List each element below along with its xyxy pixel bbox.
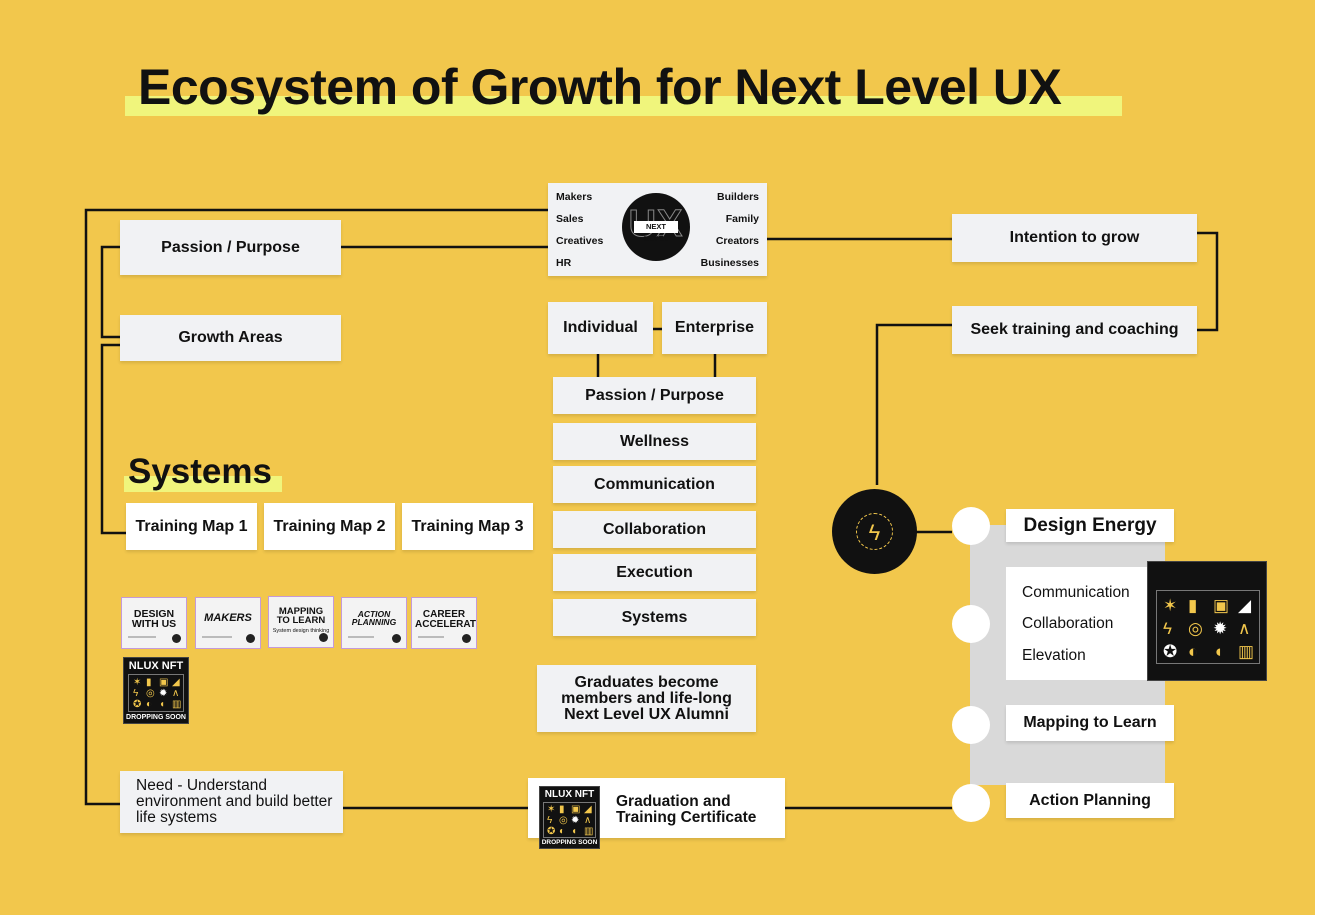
thumbnail-title: CAREER ACCELERATOR [415, 609, 476, 630]
training-map-1: Training Map 1 [126, 503, 257, 550]
node-energy-items [952, 605, 990, 643]
nlux-nft-card-center: NLUX NFT ✶▮▣◢ ϟ◎✹∧ ✪◐◖▥ DROPPING SOON [539, 786, 600, 849]
enterprise-box: Enterprise [662, 302, 767, 354]
thumbnail-subtitle: System design thinking [272, 628, 330, 634]
thumbnail-dot [246, 634, 255, 643]
audience-hub-card: Makers Sales Creatives HR Builders Famil… [548, 183, 767, 276]
training-map-2: Training Map 2 [264, 503, 395, 550]
thumbnail-line [128, 636, 156, 638]
stack-execution: Execution [553, 554, 756, 591]
thumbnail-dot [462, 634, 471, 643]
systems-highlight [124, 476, 282, 492]
thumbnail-mapping-to-learn: MAPPING TO LEARN System design thinking [268, 596, 334, 648]
thumbnail-action-planning: ACTION PLANNING [341, 597, 407, 649]
thumbnail-dot [319, 633, 328, 642]
nft-title: NLUX NFT [544, 789, 595, 800]
nlux-nft-card-left: NLUX NFT ✶▮▣◢ ϟ◎✹∧ ✪◐◖▥ DROPPING SOON [123, 657, 189, 724]
thumbnail-title: DESIGN WITH US [131, 608, 177, 630]
design-energy-circle: ϟ [832, 489, 917, 574]
hub-label-creatives: Creatives [556, 235, 604, 247]
action-planning-box: Action Planning [1006, 783, 1174, 818]
logo-next-level-label: NEXT LEVEL [634, 221, 678, 243]
stack-passion-purpose: Passion / Purpose [553, 377, 756, 414]
next-level-ux-logo: UX NEXT LEVEL [622, 193, 690, 261]
hub-label-sales: Sales [556, 213, 584, 225]
training-map-3: Training Map 3 [402, 503, 533, 550]
thumbnail-title: MAPPING TO LEARN [276, 606, 326, 627]
lightning-icon: ϟ [856, 513, 893, 550]
hub-label-businesses: Businesses [700, 257, 759, 269]
hub-label-builders: Builders [716, 191, 759, 203]
stack-wellness: Wellness [553, 423, 756, 460]
thumbnail-line [418, 636, 444, 638]
nft-footer: DROPPING SOON [126, 714, 186, 721]
need-box: Need - Understand environment and build … [120, 771, 343, 833]
page-title: Ecosystem of Growth for Next Level UX [138, 59, 1062, 115]
node-design-energy [952, 507, 990, 545]
intention-to-grow-box: Intention to grow [952, 214, 1197, 262]
thumbnail-design-with-us: DESIGN WITH US [121, 597, 187, 649]
seek-training-box: Seek training and coaching [952, 306, 1197, 354]
thumbnail-makers: MAKERS [195, 597, 261, 649]
nft-footer: DROPPING SOON [541, 839, 598, 846]
energy-item-collaboration: Collaboration [1022, 615, 1114, 632]
thumbnail-dot [172, 634, 181, 643]
individual-box: Individual [548, 302, 653, 354]
stack-communication: Communication [553, 466, 756, 503]
hub-label-makers: Makers [556, 191, 593, 203]
title-highlight [125, 96, 1122, 116]
energy-items-box: Communication Collaboration Elevation [1006, 567, 1156, 680]
systems-title: Systems [128, 452, 272, 491]
hub-label-family: Family [725, 213, 759, 225]
node-mapping [952, 706, 990, 744]
thumbnail-title: ACTION PLANNING [351, 609, 397, 628]
energy-item-elevation: Elevation [1022, 647, 1086, 664]
mapping-to-learn-box: Mapping to Learn [1006, 705, 1174, 741]
hub-label-hr: HR [556, 257, 572, 269]
stack-systems: Systems [553, 599, 756, 636]
graduation-label: Graduation and Training Certificate [616, 793, 757, 826]
nft-grid-card-right: ✶▮▣◢ ϟ◎✹∧ ✪◐◖▥ [1147, 561, 1267, 681]
stack-collaboration: Collaboration [553, 511, 756, 548]
thumbnail-line [348, 636, 374, 638]
node-action [952, 784, 990, 822]
growth-areas-box: Growth Areas [120, 315, 341, 361]
energy-item-communication: Communication [1022, 584, 1130, 601]
thumbnail-line [202, 636, 232, 638]
thumbnail-dot [392, 634, 401, 643]
nft-title: NLUX NFT [128, 660, 184, 672]
thumbnail-title: MAKERS [204, 612, 252, 624]
passion-purpose-box: Passion / Purpose [120, 220, 341, 275]
graduates-box: Graduates become members and life-long N… [537, 665, 756, 732]
design-energy-box: Design Energy [1006, 509, 1174, 542]
nft-grid-icon: ✶▮▣◢ ϟ◎✹∧ ✪◐◖▥ [1156, 590, 1260, 664]
nft-grid-icon: ✶▮▣◢ ϟ◎✹∧ ✪◐◖▥ [543, 802, 596, 838]
nft-grid-icon: ✶▮▣◢ ϟ◎✹∧ ✪◐◖▥ [128, 674, 184, 712]
hub-label-creators: Creators [715, 235, 759, 247]
thumbnail-career-accelerator: CAREER ACCELERATOR [411, 597, 477, 649]
